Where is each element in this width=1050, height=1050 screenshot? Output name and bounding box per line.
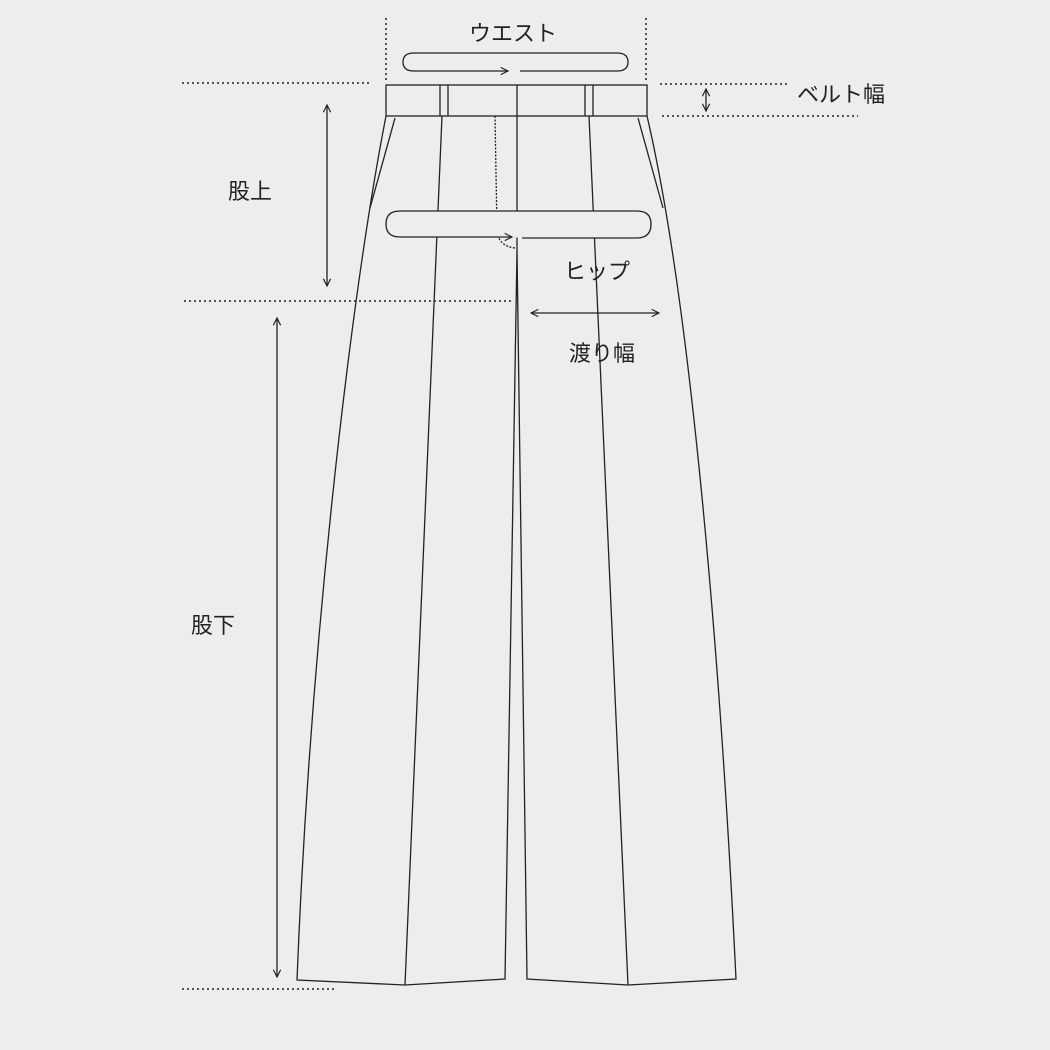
inseam-label: 股下: [191, 614, 236, 639]
rise-label: 股上: [228, 180, 273, 205]
hip-label: ヒップ: [564, 260, 631, 285]
waist-label: ウエスト: [469, 22, 558, 47]
thigh-width-label: 渡り幅: [569, 342, 636, 367]
pants-outline: [296, 84, 737, 986]
measure-loops: [385, 52, 652, 238]
measure-arrows: [277, 89, 706, 977]
belt-width-label: ベルト幅: [797, 83, 886, 108]
guide-lines: [182, 18, 858, 990]
